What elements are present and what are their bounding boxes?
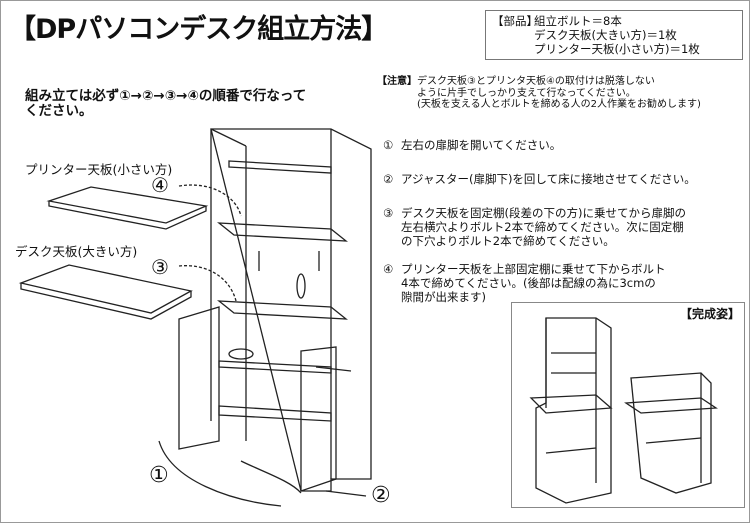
order-line: 組み立ては必ず①→②→③→④の順番で行なって [25,88,307,104]
part-item: プリンター天板(小さい方)＝1枚 [534,42,700,56]
completed-view-box: 【完成姿】 [511,302,745,508]
assembly-order-text: 組み立ては必ず①→②→③→④の順番で行なって ください。 [25,89,306,119]
caution-line: ように片手でしっかり支えて行なってください。 [417,87,636,99]
completed-label: 【完成姿】 [679,307,740,321]
part-item: 組立ボルト＝8本 [534,14,622,28]
cabinet-drawing [178,128,372,492]
step-1: ① 左右の扉脚を開いてください。 [383,138,561,152]
step-number: ① [383,138,394,152]
part-item: デスク天板(大きい方)＝1枚 [534,28,677,42]
step-1-marker: ① [149,463,169,488]
order-line: ください。 [25,103,93,119]
parts-label: 【部品】 [492,14,538,28]
step-text: デスク天板を固定棚(段差の下の方)に乗せてから扉脚の [401,206,686,220]
page-title: 【DPパソコンデスク組立方法】 [9,14,388,45]
caution-line: デスク天板③とプリンタ天板④の取付けは脱落しない [417,76,655,87]
step-number: ③ [383,206,394,220]
step-text: の下穴よりボルト2本で締めてください。 [401,234,615,248]
caution-note: 【注意】デスク天板③とプリンタ天板④の取付けは脱落しない ように片手でしっかり支… [377,76,701,111]
step-4-marker: ④ [151,173,169,197]
step-number: ④ [383,262,394,276]
step-text: 隙間が出来ます) [401,290,486,304]
step-text: 4本で締めてください。(後部は配線の為に3cmの [401,276,656,290]
printer-board-drawing [46,186,209,224]
step-2: ② アジャスター(扉脚下)を回して床に接地させてください。 [383,172,696,186]
desk-board-label: デスク天板(大きい方) [15,244,138,259]
step-3-marker: ③ [151,255,169,279]
step-text: プリンター天板を上部固定棚に乗せて下からボルト [401,262,666,276]
completed-desk-drawing [529,317,718,504]
step-text: 左右横穴よりボルト2本で締めてください。次に固定棚 [401,220,684,234]
step-text: 左右の扉脚を開いてください。 [401,138,562,152]
caution-line: (天板を支える人とボルトを締める人の2人作業をお勧めします) [417,99,701,110]
step-number: ② [383,172,394,186]
step-2-marker: ② [371,483,391,508]
parts-list: 【部品】 組立ボルト＝8本 デスク天板(大きい方)＝1枚 プリンター天板(小さい… [485,10,743,60]
step-3: ③ デスク天板を固定棚(段差の下の方)に乗せてから扉脚の左右横穴よりボルト2本で締… [383,206,686,248]
left-door [178,306,220,450]
step-text: アジャスター(扉脚下)を回して床に接地させてください。 [401,172,696,186]
caution-label: 【注意】 [377,76,417,87]
printer-board-label: プリンター天板(小さい方) [25,162,173,177]
right-door [300,346,337,492]
